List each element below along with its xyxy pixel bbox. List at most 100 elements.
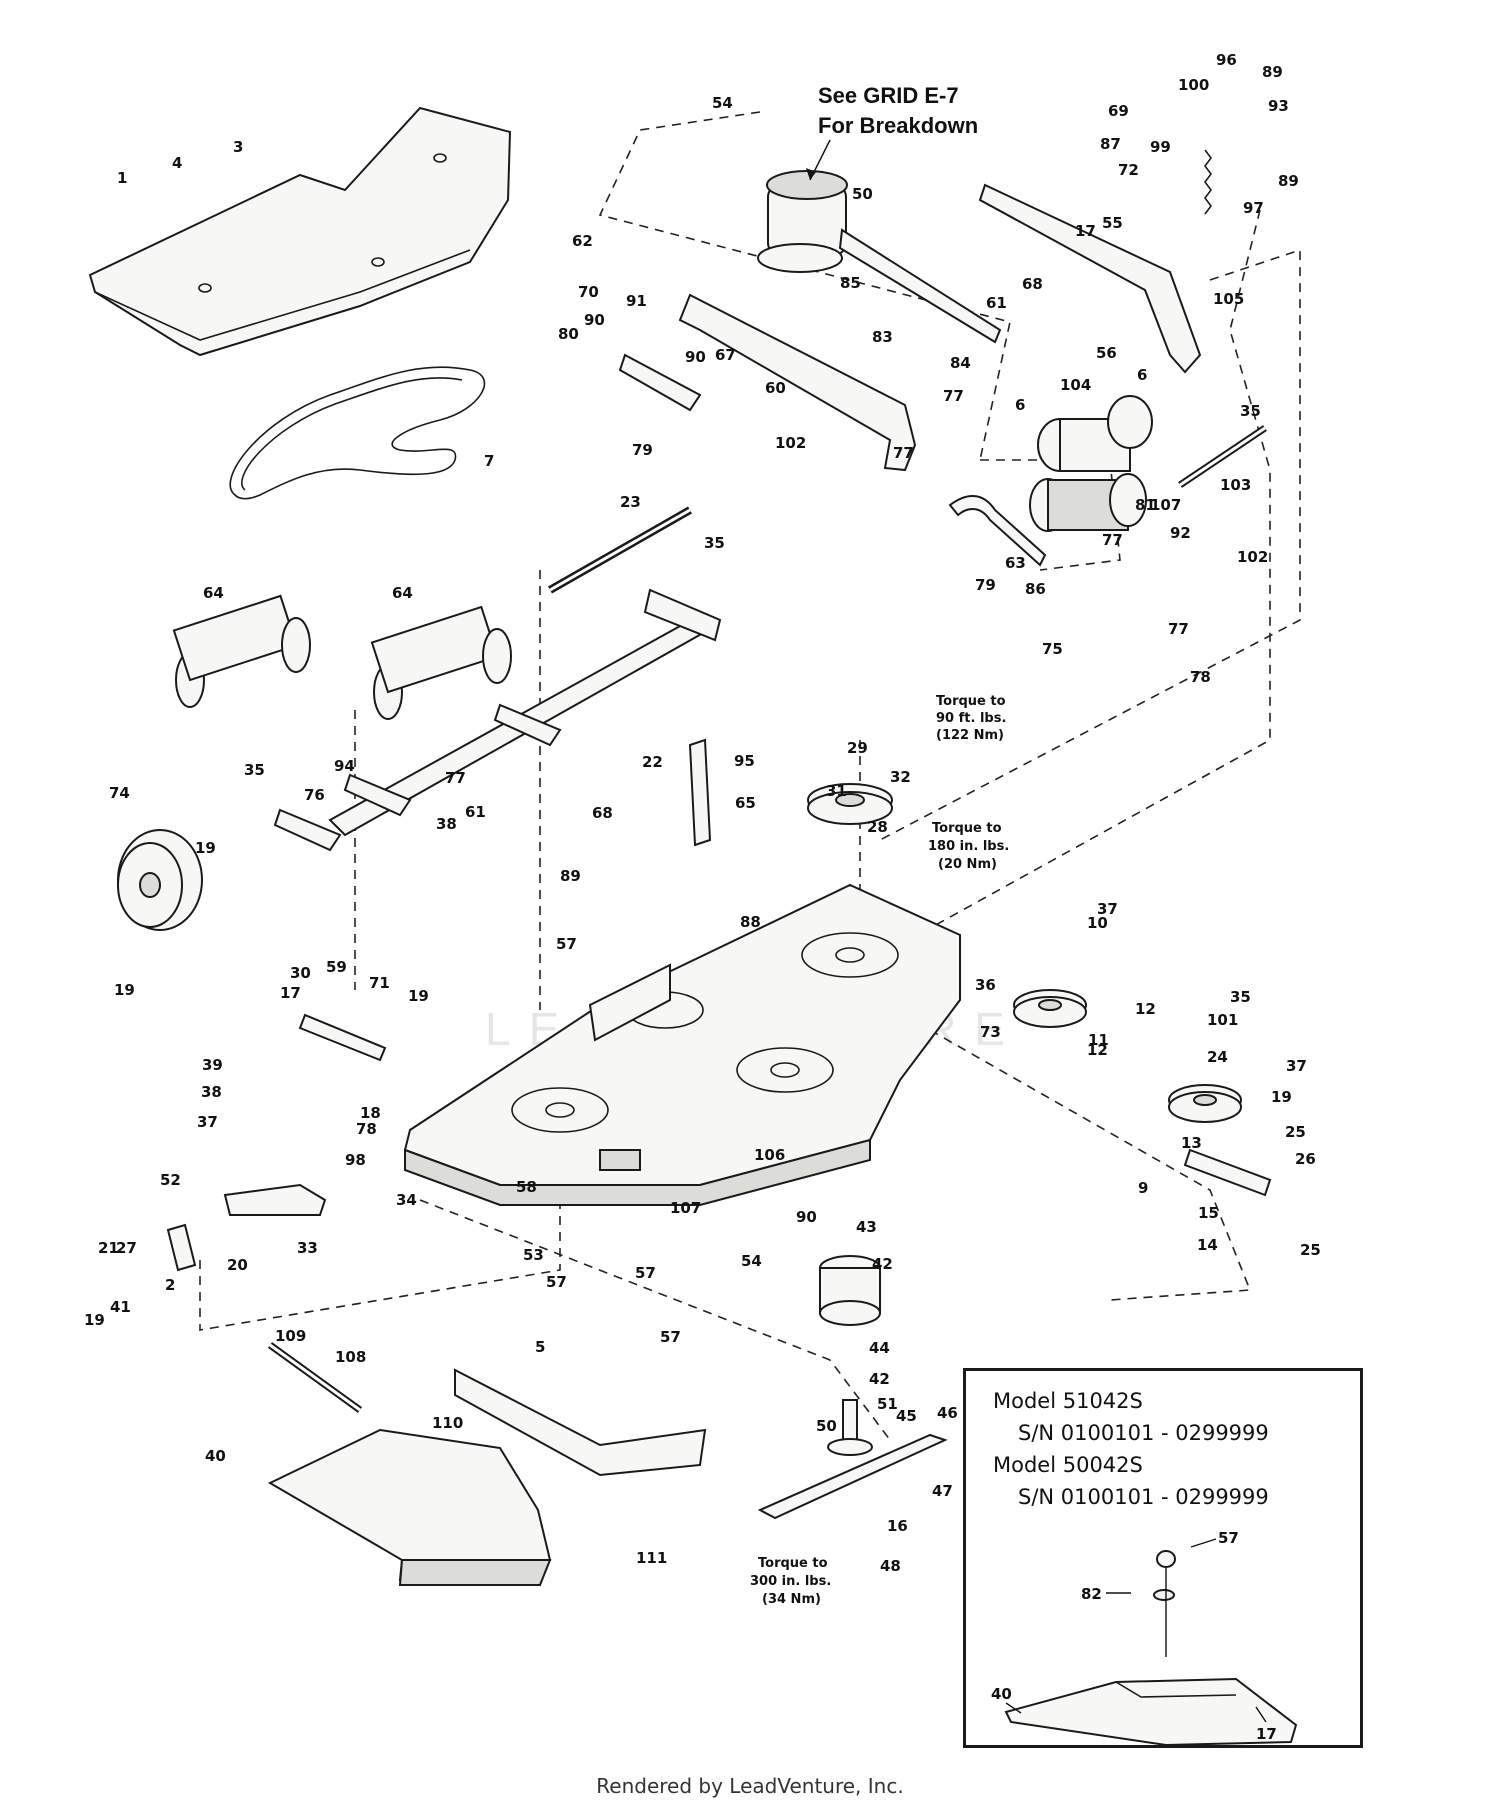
part-label-42: 42 xyxy=(869,1370,890,1388)
part-label-79: 79 xyxy=(632,441,653,459)
part-label-31: 31 xyxy=(826,782,847,800)
part-label-35: 35 xyxy=(1230,988,1251,1006)
bracket-part-65 xyxy=(688,738,712,847)
part-label-12: 12 xyxy=(1135,1000,1156,1018)
inset-part-label: 82 xyxy=(1081,1585,1102,1603)
part-label-35: 35 xyxy=(704,534,725,552)
torque-note-spindle-nut: Torque to 90 ft. lbs. (122 Nm) xyxy=(936,694,1006,743)
part-label-89: 89 xyxy=(560,867,581,885)
part-label-22: 22 xyxy=(642,753,663,771)
roller-part-64-left xyxy=(172,594,311,708)
part-label-47: 47 xyxy=(932,1482,953,1500)
part-label-38: 38 xyxy=(436,815,457,833)
part-label-74: 74 xyxy=(109,784,130,802)
part-label-52: 52 xyxy=(160,1171,181,1189)
part-label-42: 42 xyxy=(872,1255,893,1273)
part-label-97: 97 xyxy=(1243,199,1264,217)
torque-note-line: (20 Nm) xyxy=(938,857,997,872)
part-label-84: 84 xyxy=(950,354,971,372)
part-label-10: 10 xyxy=(1087,914,1108,932)
part-label-81: 81 xyxy=(1135,496,1156,514)
part-label-64: 64 xyxy=(392,584,413,602)
part-label-100: 100 xyxy=(1178,76,1209,94)
spindle-shaft-part-45 xyxy=(827,1399,873,1456)
part-label-86: 86 xyxy=(1025,580,1046,598)
part-label-16: 16 xyxy=(887,1517,908,1535)
part-label-62: 62 xyxy=(572,232,593,250)
torque-note-line: 180 in. lbs. xyxy=(928,839,1009,854)
wheel-part-74 xyxy=(117,829,203,931)
bracket-part-33 xyxy=(166,1223,197,1272)
part-label-89: 89 xyxy=(1262,63,1283,81)
part-label-33: 33 xyxy=(297,1239,318,1257)
part-label-104: 104 xyxy=(1060,376,1091,394)
part-label-48: 48 xyxy=(880,1557,901,1575)
part-label-50: 50 xyxy=(816,1417,837,1435)
part-label-19: 19 xyxy=(408,987,429,1005)
inset-part-label: 57 xyxy=(1218,1529,1239,1547)
part-label-94: 94 xyxy=(334,757,355,775)
part-label-99: 99 xyxy=(1150,138,1171,156)
model-line: Model 50042S xyxy=(993,1453,1143,1477)
part-label-24: 24 xyxy=(1207,1048,1228,1066)
part-label-64: 64 xyxy=(203,584,224,602)
lever-part-63 xyxy=(948,495,1047,567)
part-label-75: 75 xyxy=(1042,640,1063,658)
part-label-34: 34 xyxy=(396,1191,417,1209)
part-label-65: 65 xyxy=(735,794,756,812)
part-label-19: 19 xyxy=(114,981,135,999)
roller-part-64-right xyxy=(370,605,512,720)
part-label-12: 12 xyxy=(1087,1041,1108,1059)
axle-assembly xyxy=(273,588,722,852)
part-label-38: 38 xyxy=(201,1083,222,1101)
part-label-4: 4 xyxy=(172,154,182,172)
callout-line-1: See GRID E-7 xyxy=(818,83,959,108)
part-label-9: 9 xyxy=(1138,1179,1148,1197)
torque-note-line: 300 in. lbs. xyxy=(750,1574,831,1589)
link-part-71 xyxy=(298,1013,387,1062)
part-label-102: 102 xyxy=(775,434,806,452)
part-label-101: 101 xyxy=(1207,1011,1238,1029)
part-label-26: 26 xyxy=(1295,1150,1316,1168)
part-label-23: 23 xyxy=(620,493,641,511)
part-label-90: 90 xyxy=(796,1208,817,1226)
part-label-71: 71 xyxy=(369,974,390,992)
serial-line: S/N 0100101 - 0299999 xyxy=(1018,1421,1269,1445)
pulley-part-12-lower xyxy=(1168,1084,1242,1123)
part-label-103: 103 xyxy=(1220,476,1251,494)
inset-part-label: 17 xyxy=(1256,1725,1277,1743)
grid-callout: See GRID E-7 For Breakdown xyxy=(806,83,978,181)
part-label-57: 57 xyxy=(635,1264,656,1282)
model-line: Model 51042S xyxy=(993,1389,1143,1413)
part-label-77: 77 xyxy=(893,444,914,462)
idler-arm-part-13 xyxy=(1183,1148,1272,1197)
part-label-77: 77 xyxy=(943,387,964,405)
discharge-chute-part-40 xyxy=(267,1428,552,1586)
part-label-69: 69 xyxy=(1108,102,1129,120)
part-label-45: 45 xyxy=(896,1407,917,1425)
drive-belt-part-7 xyxy=(229,366,486,500)
part-label-68: 68 xyxy=(592,804,613,822)
part-label-90: 90 xyxy=(584,311,605,329)
part-label-37: 37 xyxy=(1097,900,1118,918)
part-label-56: 56 xyxy=(1096,344,1117,362)
part-label-50: 50 xyxy=(852,185,873,203)
part-label-19: 19 xyxy=(195,839,216,857)
part-label-55: 55 xyxy=(1102,214,1123,232)
part-label-108: 108 xyxy=(335,1348,366,1366)
part-label-76: 76 xyxy=(304,786,325,804)
part-label-3: 3 xyxy=(233,138,243,156)
part-label-20: 20 xyxy=(227,1256,248,1274)
part-label-11: 11 xyxy=(1088,1031,1109,1049)
part-label-19: 19 xyxy=(1271,1088,1292,1106)
pulley-assembly-part-107 xyxy=(1029,473,1147,532)
part-label-58: 58 xyxy=(516,1178,537,1196)
part-label-95: 95 xyxy=(734,752,755,770)
part-label-83: 83 xyxy=(872,328,893,346)
part-label-61: 61 xyxy=(465,803,486,821)
idler-arm-part-55 xyxy=(978,183,1202,374)
part-label-6: 6 xyxy=(1137,366,1147,384)
part-label-96: 96 xyxy=(1216,51,1237,69)
